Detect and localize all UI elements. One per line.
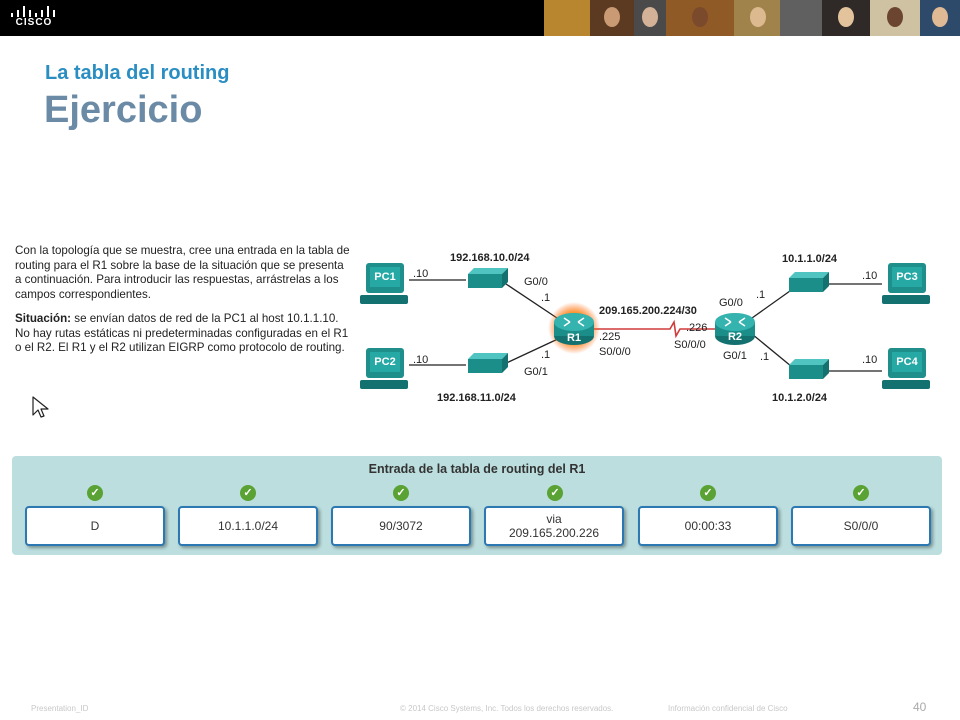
presentation-id: Presentation_ID [31, 704, 89, 713]
admin-distance-metric-field[interactable]: 90/3072 [331, 506, 471, 546]
check-icon: ✓ [547, 485, 563, 501]
pc1-label: PC1 [374, 271, 395, 283]
admin-distance-metric-value: 90/3072 [379, 519, 423, 533]
outgoing-interface-field[interactable]: S0/0/0 [791, 506, 931, 546]
r1-s000-address: .225 [599, 331, 620, 343]
instructions-paragraph: Con la topología que se muestra, cree un… [15, 244, 350, 302]
serial-link [592, 319, 716, 339]
check-icon: ✓ [853, 485, 869, 501]
network-label-serial: 209.165.200.224/30 [599, 305, 697, 317]
confidential-notice: Información confidencial de Cisco [668, 704, 788, 713]
r2-s000-address: .226 [686, 322, 707, 334]
route-source-field[interactable]: D [25, 506, 165, 546]
r2-g01-interface: G0/1 [723, 350, 747, 362]
pc2-computer-icon: PC2 [360, 348, 408, 389]
header-photo-strip [544, 0, 960, 36]
switch-icon [789, 272, 829, 292]
situation-paragraph: Situación: se envían datos de red de la … [15, 312, 351, 356]
slide-title: Ejercicio [44, 89, 203, 131]
route-source-value: D [90, 519, 100, 533]
pc4-computer-icon: PC4 [882, 348, 930, 389]
r1-g00-address: .1 [541, 292, 550, 304]
routing-entry-title: Entrada de la tabla de routing del R1 [368, 462, 586, 476]
r1-g01-interface: G0/1 [524, 366, 548, 378]
check-icon: ✓ [240, 485, 256, 501]
r2-g00-interface: G0/0 [719, 297, 743, 309]
r2-s000-interface: S0/0/0 [674, 339, 706, 351]
cisco-bridge-icon [11, 5, 57, 17]
copyright-notice: © 2014 Cisco Systems, Inc. Todos los der… [400, 704, 614, 713]
switch-icon [468, 268, 508, 288]
cisco-wordmark: CISCO [15, 17, 53, 28]
situation-text: se envían datos de red de la PC1 al host… [15, 311, 349, 355]
pc3-label: PC3 [896, 271, 917, 283]
route-timestamp-field[interactable]: 00:00:33 [638, 506, 778, 546]
mouse-pointer-icon [32, 396, 49, 418]
r2-label: R2 [728, 331, 742, 343]
r2-g00-address: .1 [756, 289, 765, 301]
outgoing-interface-value: S0/0/0 [843, 519, 879, 533]
network-label-pc4-lan: 10.1.2.0/24 [772, 392, 828, 404]
pc1-computer-icon: PC1 [360, 263, 408, 304]
switch-icon [789, 359, 829, 379]
r1-g00-interface: G0/0 [524, 276, 548, 288]
pc4-host-address: .10 [862, 354, 877, 366]
network-topology-diagram: PC1 PC2 PC3 PC4 [360, 252, 930, 404]
situation-label: Situación: [15, 311, 72, 325]
next-hop-field[interactable]: via 209.165.200.226 [484, 506, 624, 546]
pc3-computer-icon: PC3 [882, 263, 930, 304]
destination-network-field[interactable]: 10.1.1.0/24 [178, 506, 318, 546]
check-icon: ✓ [700, 485, 716, 501]
r1-g01-address: .1 [541, 349, 550, 361]
r2-g01-address: .1 [760, 351, 769, 363]
pc2-label: PC2 [374, 356, 395, 368]
network-label-pc3-lan: 10.1.1.0/24 [782, 253, 838, 265]
pc2-host-address: .10 [413, 354, 428, 366]
page-number: 40 [913, 700, 927, 714]
pc4-label: PC4 [896, 356, 918, 368]
r1-label: R1 [567, 332, 581, 344]
slide-subtitle: La tabla del routing [45, 62, 230, 84]
network-label-pc2-lan: 192.168.11.0/24 [437, 392, 517, 404]
check-icon: ✓ [87, 485, 103, 501]
header-bar: CISCO [0, 0, 960, 36]
check-icon: ✓ [393, 485, 409, 501]
slide-footer: Presentation_ID © 2014 Cisco Systems, In… [0, 702, 960, 720]
switch-icon [468, 353, 508, 373]
pc3-host-address: .10 [862, 270, 877, 282]
r2-router-icon: R2 [715, 313, 755, 345]
r1-s000-interface: S0/0/0 [599, 346, 631, 358]
network-label-pc1-lan: 192.168.10.0/24 [450, 252, 530, 264]
r1-router-icon: R1 [548, 302, 600, 354]
next-hop-value: via 209.165.200.226 [508, 512, 600, 540]
route-timestamp-value: 00:00:33 [684, 519, 732, 533]
routing-entry-panel: Entrada de la tabla de routing del R1 ✓ … [12, 456, 942, 555]
instructions-text: Con la topología que se muestra, cree un… [15, 244, 351, 365]
destination-network-value: 10.1.1.0/24 [217, 519, 279, 533]
pc1-host-address: .10 [413, 268, 428, 280]
cisco-logo: CISCO [8, 5, 60, 31]
